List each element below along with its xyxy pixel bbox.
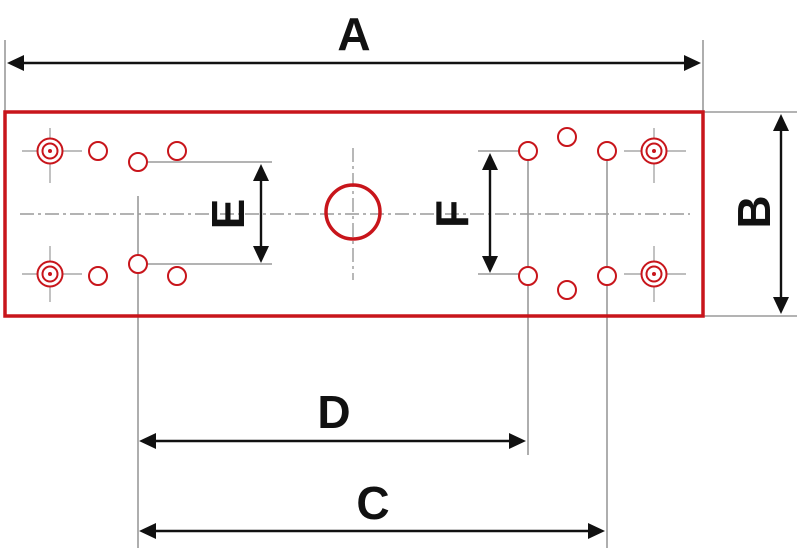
- arrowhead: [139, 523, 156, 539]
- dimension-f: F: [426, 153, 498, 273]
- corner-hole: [640, 137, 668, 165]
- arrowhead: [7, 55, 24, 71]
- arrowhead: [773, 297, 789, 314]
- dimension-label-d: D: [317, 386, 350, 438]
- small-hole: [128, 254, 148, 274]
- holes: [36, 127, 668, 300]
- small-hole: [128, 152, 148, 172]
- arrowhead: [773, 114, 789, 131]
- dimension-label-b: B: [728, 195, 780, 228]
- arrowhead: [482, 256, 498, 273]
- small-hole: [88, 141, 108, 161]
- dimension-a: A: [7, 8, 701, 71]
- small-hole: [597, 141, 617, 161]
- corner-hole: [36, 137, 64, 165]
- small-hole: [518, 266, 538, 286]
- crosshairs: [22, 128, 686, 302]
- dimension-label-a: A: [337, 8, 370, 60]
- dimension-label-e: E: [202, 199, 254, 230]
- center-lines: [20, 148, 690, 280]
- small-hole: [167, 141, 187, 161]
- arrowhead: [253, 246, 269, 263]
- corner-hole: [36, 260, 64, 288]
- dimension-c: C: [139, 477, 605, 539]
- dimension-b: B: [728, 114, 789, 314]
- arrowhead: [253, 164, 269, 181]
- small-hole: [88, 266, 108, 286]
- plate-outline: [3, 110, 705, 318]
- extension-lines: [4, 40, 797, 548]
- arrowhead: [509, 433, 526, 449]
- arrowhead: [139, 433, 156, 449]
- dimension-label-f: F: [426, 200, 478, 228]
- dimension-d: D: [139, 386, 526, 449]
- small-hole: [557, 280, 577, 300]
- corner-hole: [640, 260, 668, 288]
- small-hole: [167, 266, 187, 286]
- arrowhead: [588, 523, 605, 539]
- small-hole: [597, 266, 617, 286]
- dimension-label-c: C: [356, 477, 389, 529]
- dimension-e: E: [202, 164, 269, 263]
- small-hole: [557, 127, 577, 147]
- center-hole: [324, 183, 382, 241]
- arrowhead: [684, 55, 701, 71]
- small-hole: [518, 141, 538, 161]
- arrowhead: [482, 153, 498, 170]
